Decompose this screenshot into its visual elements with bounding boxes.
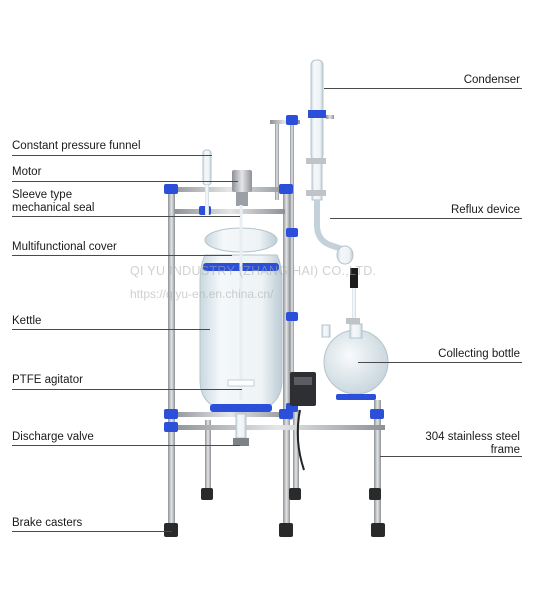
brake-casters <box>164 488 385 537</box>
leader-line-seal <box>12 216 240 217</box>
leader-line-reflux <box>330 218 522 219</box>
leader-line-valve <box>12 445 240 446</box>
leader-line-kettle <box>12 329 210 330</box>
constant-pressure-funnel <box>202 149 212 215</box>
label-frame-line1: 304 stainless steel <box>425 431 520 443</box>
label-sleeve-seal-line2: mechanical seal <box>12 202 95 214</box>
reflux-device <box>314 200 360 328</box>
label-reflux-device: Reflux device <box>450 204 520 216</box>
frame-clamps <box>164 115 384 432</box>
label-brake-casters: Brake casters <box>12 517 83 529</box>
control-box <box>290 372 316 471</box>
watermark-company: QI YU INDUSTRY (ZHANG HAI) CO.,LTD. <box>130 264 377 278</box>
leader-line-agitator <box>12 389 242 390</box>
leader-line-funnel <box>12 155 212 156</box>
discharge-valve <box>233 413 249 446</box>
leader-line-motor <box>12 181 238 182</box>
label-discharge-valve: Discharge valve <box>12 431 94 443</box>
condenser <box>306 59 334 201</box>
label-collecting-bottle: Collecting bottle <box>438 348 520 360</box>
label-constant-pressure-funnel: Constant pressure funnel <box>12 140 141 152</box>
label-multifunctional-cover: Multifunctional cover <box>12 241 117 253</box>
watermark-url: https://qiyu-en.en.china.cn/ <box>130 287 274 301</box>
leader-line-cover <box>12 255 232 256</box>
collecting-bottle <box>321 323 389 400</box>
label-motor: Motor <box>12 166 42 178</box>
label-kettle: Kettle <box>12 315 42 327</box>
frame-bars <box>168 120 385 430</box>
leader-line-bottle <box>358 362 522 363</box>
label-sleeve-seal-line1: Sleeve type <box>12 189 73 201</box>
leader-line-frame <box>380 456 522 457</box>
label-ptfe-agitator: PTFE agitator <box>12 374 83 386</box>
label-frame-line2: frame <box>490 444 520 456</box>
leader-line-casters <box>12 531 172 532</box>
label-condenser: Condenser <box>463 74 520 86</box>
motor <box>232 170 252 206</box>
kettle <box>199 205 283 413</box>
leader-line-condenser <box>324 88 522 89</box>
frame-posts <box>168 120 381 526</box>
